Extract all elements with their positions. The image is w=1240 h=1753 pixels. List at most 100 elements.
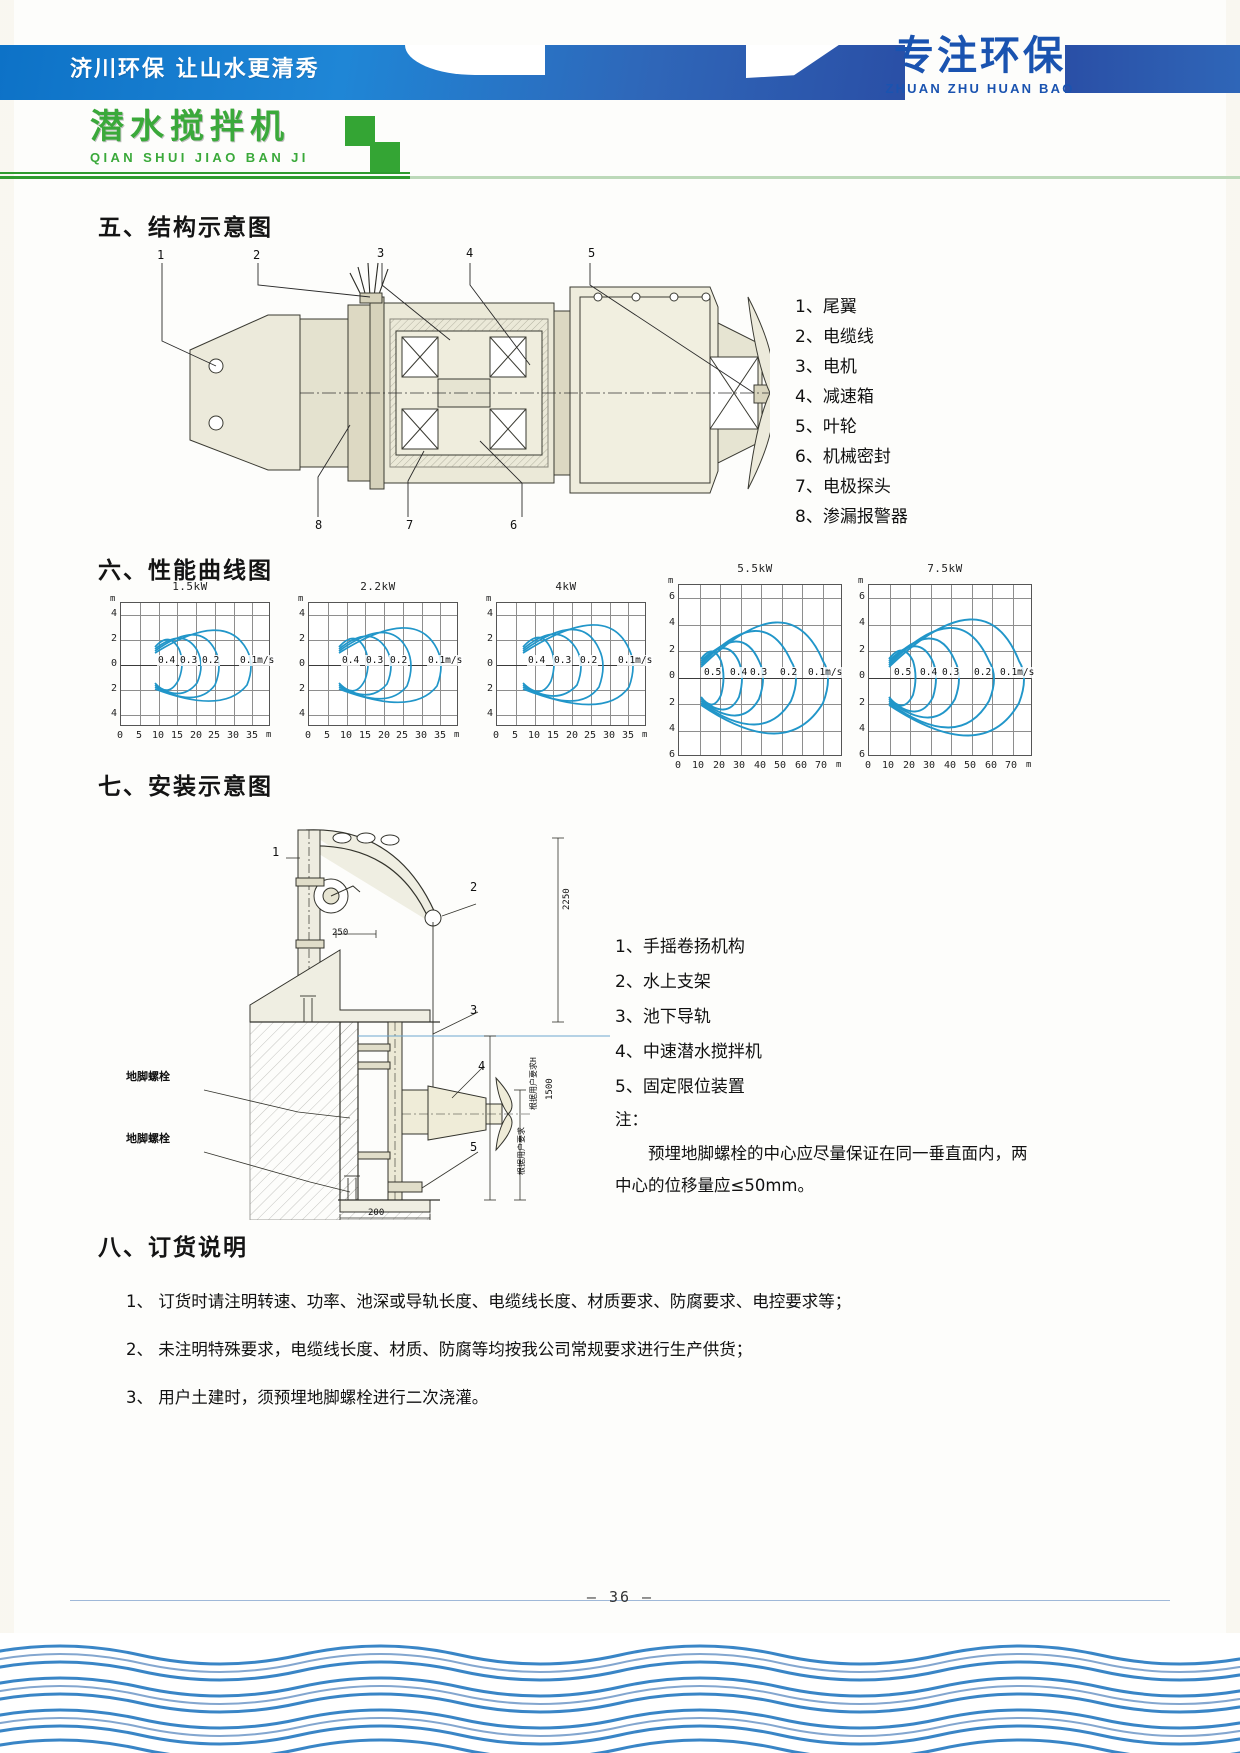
chart-4-label-01: 0.1m/s [807, 667, 844, 678]
chart-1-label-01: 0.1m/s [239, 655, 276, 666]
ordering-item-1: 1、 订货时请注明转速、功率、池深或导轨长度、电缆线长度、材质要求、防腐要求、电… [126, 1292, 852, 1311]
chart-5-label-04: 0.4 [919, 667, 939, 678]
chart-3-xtick-0: 0 [492, 730, 500, 741]
structure-callout-3: 3 [377, 246, 385, 260]
chart-5-xtick-50: 50 [963, 760, 977, 771]
chart-3-curves [522, 624, 634, 706]
chart-1-5kw: 1.5kW m 0.4 0.3 0.2 0.1m/s 4 [104, 580, 276, 741]
anchor-bolt-label-2: 地脚螺栓 [126, 1132, 170, 1145]
section-heading-installation: 七、安装示意图 [98, 774, 273, 800]
part-item-4: 4、减速箱 [795, 387, 874, 407]
installation-callout-5: 5 [470, 1140, 478, 1154]
chart-2-xtick-35: 35 [433, 730, 447, 741]
part-item-1: 1、尾翼 [795, 297, 857, 317]
chart-yaxis-unit-1: m [110, 594, 116, 604]
footer-waves [0, 1633, 1240, 1753]
product-title-en: QIAN SHUI JIAO BAN JI [90, 149, 309, 165]
chart-1-ytick-4a: 4 [110, 608, 117, 619]
chart-3-label-03: 0.3 [553, 655, 573, 666]
chart-5-xtick-0: 0 [864, 760, 872, 771]
chart-5-xtick-10: 10 [881, 760, 895, 771]
chart-3-label-01: 0.1m/s [617, 655, 654, 666]
chart-4-ytick-4b: 4 [668, 723, 675, 734]
part-item-6: 6、机械密封 [795, 447, 891, 467]
chart-3-label-02: 0.2 [579, 655, 599, 666]
chart-5-ytick-2b: 2 [858, 697, 865, 708]
chart-5-label-02: 0.2 [973, 667, 993, 678]
chart-4-label-04: 0.4 [729, 667, 749, 678]
green-square-decoration-1 [345, 116, 375, 146]
dimension-2250: 2250 [562, 888, 572, 910]
chart-1-xaxis-unit: m [266, 730, 272, 740]
dimension-200: 200 [368, 1208, 385, 1218]
chart-1-xtick-10: 10 [151, 730, 165, 741]
chart-4-ytick-4a: 4 [668, 617, 675, 628]
anchor-bolt-label-1: 地脚螺栓 [126, 1070, 170, 1083]
chart-1-xtick-20: 20 [189, 730, 203, 741]
chart-yaxis-unit-5: m [858, 576, 864, 586]
green-square-decoration-2 [370, 142, 400, 172]
chart-2-ytick-2b: 2 [298, 683, 305, 694]
chart-1-xtick-15: 15 [170, 730, 184, 741]
section-heading-structure: 五、结构示意图 [98, 215, 273, 241]
structure-diagram [161, 262, 770, 517]
chart-2-label-04: 0.4 [341, 655, 361, 666]
vertical-label-H: 根据用户要求H [529, 1057, 538, 1110]
chart-5-label-01: 0.1m/s [999, 667, 1036, 678]
install-part-5: 5、固定限位装置 [615, 1077, 745, 1097]
chart-2-xaxis-unit: m [454, 730, 460, 740]
chart-5-ytick-0: 0 [858, 670, 865, 681]
chart-1-xtick-30: 30 [226, 730, 240, 741]
chart-2-xtick-0: 0 [304, 730, 312, 741]
installation-callout-1: 1 [272, 845, 280, 859]
company-slogan: 济川环保 让山水更清秀 [70, 57, 320, 82]
installation-diagram [203, 829, 610, 1220]
green-rule-top [0, 172, 410, 174]
chart-4-ytick-0: 0 [668, 670, 675, 681]
chart-4-xtick-50: 50 [773, 760, 787, 771]
chart-5-ytick-4b: 4 [858, 723, 865, 734]
structure-callout-8: 8 [315, 518, 323, 532]
chart-2-xtick-5: 5 [323, 730, 331, 741]
note-line-1: 预埋地脚螺栓的中心应尽量保证在同一垂直面内，两 [648, 1144, 1028, 1163]
chart-3-xtick-25: 25 [583, 730, 597, 741]
install-part-3: 3、池下导轨 [615, 1007, 711, 1027]
note-line-2: 中心的位移量应≤50mm。 [615, 1176, 814, 1195]
chart-3-xtick-20: 20 [565, 730, 579, 741]
product-title-cn: 潜水搅拌机 [90, 107, 290, 147]
part-item-8: 8、渗漏报警器 [795, 507, 908, 527]
brand-name-en: ZHUAN ZHU HUAN BAO [885, 81, 1075, 96]
chart-3-ytick-2b: 2 [486, 683, 493, 694]
chart-4-label-03: 0.3 [749, 667, 769, 678]
ordering-item-3: 3、 用户土建时，须预埋地脚螺栓进行二次浇灌。 [126, 1388, 489, 1407]
dimension-1500: 1500 [545, 1078, 555, 1100]
structure-callout-6: 6 [510, 518, 518, 532]
chart-1-label-03: 0.3 [179, 655, 199, 666]
part-item-7: 7、电极探头 [795, 477, 891, 497]
install-part-1: 1、手摇卷扬机构 [615, 937, 745, 957]
chart-4-xtick-0: 0 [674, 760, 682, 771]
chart-2-label-01: 0.1m/s [427, 655, 464, 666]
chart-4-xtick-10: 10 [691, 760, 705, 771]
chart-3-ytick-4a: 4 [486, 608, 493, 619]
page-number: — 36 — [586, 1588, 654, 1606]
chart-4-ytick-2b: 2 [668, 697, 675, 708]
chart-7-5kw: 7.5kW m 0.5 0.4 0.3 0.2 [852, 562, 1038, 772]
chart-1-xtick-5: 5 [135, 730, 143, 741]
chart-5-label-03: 0.3 [941, 667, 961, 678]
chart-2-ytick-0: 0 [298, 658, 305, 669]
structure-callout-4: 4 [466, 246, 474, 260]
chart-3-label-04: 0.4 [527, 655, 547, 666]
product-title: 潜水搅拌机 QIAN SHUI JIAO BAN JI [90, 107, 420, 165]
chart-4-xtick-40: 40 [753, 760, 767, 771]
installation-callout-3: 3 [470, 1003, 478, 1017]
chart-5-ytick-6b: 6 [858, 749, 865, 760]
chart-yaxis-unit-4: m [668, 576, 674, 586]
structure-callout-1: 1 [157, 248, 165, 262]
chart-title-5-5kw: 5.5kW [737, 562, 773, 575]
chart-title-7-5kw: 7.5kW [927, 562, 963, 575]
brand-name-cn: 专注环保 [894, 33, 1066, 79]
chart-4-ytick-6a: 6 [668, 591, 675, 602]
footer-rule [70, 1600, 1170, 1601]
chart-3-ytick-4b: 4 [486, 708, 493, 719]
